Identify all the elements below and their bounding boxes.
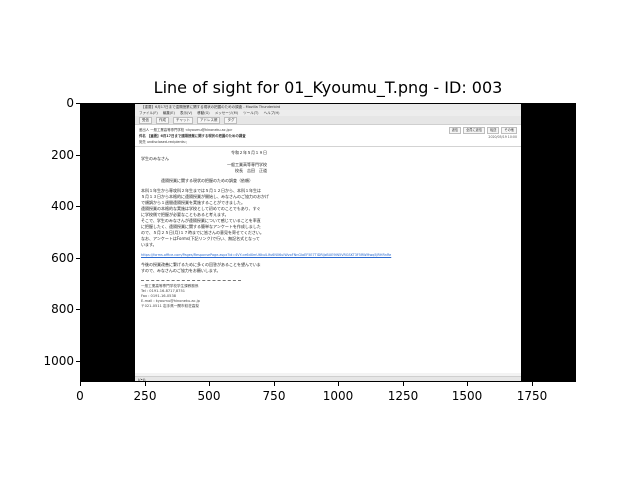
survey-link[interactable]: https://forms.office.com/Pages/ResponseP… bbox=[141, 253, 392, 257]
menu-go[interactable]: 移動(G) bbox=[197, 111, 210, 115]
x-tick-mark bbox=[145, 382, 146, 386]
tag-button[interactable]: タグ bbox=[224, 116, 238, 124]
reply-all-button[interactable]: 全員に返信 bbox=[463, 127, 486, 134]
body-paragraph-line: ５月１３日から本格的に遠隔授業が開始し、みなさんのご協力のおかげ bbox=[141, 194, 269, 199]
body-paragraph-line: で順調から１週間遠隔授業を実施することができました。 bbox=[141, 200, 245, 205]
window-title: 【重要】6月17日まで遠隔授業に関する現状の把握のための調査 - Mozilla… bbox=[135, 104, 521, 110]
body-greeting: 学生のみなさん bbox=[141, 156, 169, 161]
signature-line: 一般工業高等専門学校学生課教務係 bbox=[141, 284, 199, 288]
header-date: 2020/05/19 10:00 bbox=[488, 135, 517, 139]
chat-button[interactable]: チャット bbox=[173, 116, 193, 124]
x-tick-label: 750 bbox=[262, 389, 286, 403]
reply-button[interactable]: 返信 bbox=[448, 127, 462, 134]
y-tick-mark bbox=[76, 258, 80, 259]
plot-axes: 【重要】6月17日まで遠隔授業に関する現状の把握のための調査 - Mozilla… bbox=[80, 103, 576, 382]
menu-message[interactable]: メッセージ(M) bbox=[214, 111, 238, 115]
x-tick-label: 1250 bbox=[387, 389, 419, 403]
signature-line: Fax : 0191-16-0538 bbox=[141, 294, 177, 298]
menu-file[interactable]: ファイル(F) bbox=[139, 111, 158, 115]
body-date: 令和２年５月１９日 bbox=[231, 150, 267, 155]
x-tick-mark bbox=[338, 382, 339, 386]
y-tick-mark bbox=[76, 309, 80, 310]
header-to: 宛先 undisclosed-recipients:; bbox=[139, 140, 188, 144]
more-button[interactable]: その他 bbox=[501, 127, 517, 134]
y-tick-label: 400 bbox=[51, 199, 74, 213]
y-tick-mark bbox=[76, 103, 80, 104]
y-tick-mark bbox=[76, 206, 80, 207]
body-paragraph-line: ので、５月２５日(月)１７時までに皆さんの意見を寄せてください。 bbox=[141, 230, 264, 235]
address-book-button[interactable]: アドレス帳 bbox=[196, 116, 221, 124]
menu-bar: ファイル(F) 編集(E) 表示(V) 移動(G) メッセージ(M) ツール(T… bbox=[135, 110, 521, 116]
menu-view[interactable]: 表示(V) bbox=[179, 111, 193, 115]
signature-email[interactable]: E-mail : kyoumu@hinoneku.ac.jp bbox=[141, 299, 200, 303]
write-button[interactable]: 作成 bbox=[156, 116, 169, 124]
figure-title: Line of sight for 01_Kyoumu_T.png - ID: … bbox=[153, 78, 503, 97]
forward-button[interactable]: 転送 bbox=[487, 127, 500, 134]
x-tick-label: 250 bbox=[133, 389, 157, 403]
x-tick-mark bbox=[403, 382, 404, 386]
body-subject-line: 遠隔授業に関する現状の把握のための調査（依頼） bbox=[161, 178, 253, 183]
x-tick-label: 1000 bbox=[322, 389, 354, 403]
signature-line: Tel : 0191-16-8717,8751 bbox=[141, 289, 186, 293]
body-principal: 校長 吉田 正道 bbox=[235, 168, 267, 173]
menu-help[interactable]: ヘルプ(H) bbox=[263, 111, 280, 115]
body-paragraph-line: そこで、学生のみなさんが遠隔授業について感じていることを率直 bbox=[141, 218, 261, 223]
body-paragraph-line: なお、アンケートはForms(下記リンク)で行い、無記名式となって bbox=[141, 236, 260, 241]
header-from: 差出人 一般工業高等専門学校 <kyoumu@hinoneku.ac.jp> bbox=[139, 128, 233, 132]
x-tick-mark bbox=[467, 382, 468, 386]
y-tick-label: 600 bbox=[51, 251, 74, 265]
message-body: 令和２年５月１９日 学生のみなさん 一般工業高等専門学校 校長 吉田 正道 遠隔… bbox=[135, 147, 521, 373]
x-tick-label: 500 bbox=[197, 389, 221, 403]
body-paragraph-line: います。 bbox=[141, 242, 157, 247]
menu-tools[interactable]: ツール(T) bbox=[243, 111, 259, 115]
x-tick-mark bbox=[80, 382, 81, 386]
x-tick-mark bbox=[532, 382, 533, 386]
x-tick-mark bbox=[274, 382, 275, 386]
body-closing-line: 今後の授業改善に繋げるために多くの回答があることを望んでいま bbox=[141, 262, 261, 267]
body-paragraph-line: 本科１年生から専攻科２年生までは５月１２日から、本科１年生は bbox=[141, 188, 261, 193]
menu-edit[interactable]: 編集(E) bbox=[162, 111, 175, 115]
body-paragraph-line: に学校側で把握が必要なこともあると考えます。 bbox=[141, 212, 229, 217]
y-tick-label: 0 bbox=[66, 96, 74, 110]
x-tick-label: 0 bbox=[76, 389, 84, 403]
y-tick-mark bbox=[76, 361, 80, 362]
email-screenshot: 【重要】6月17日まで遠隔授業に関する現状の把握のための調査 - Mozilla… bbox=[135, 104, 521, 381]
body-paragraph-line: 遠隔授業の本格的な実施は学校として初めてのことでもあり、すぐ bbox=[141, 206, 261, 211]
body-school: 一般工業高等専門学校 bbox=[227, 162, 267, 167]
x-tick-mark bbox=[209, 382, 210, 386]
y-tick-label: 800 bbox=[51, 302, 74, 316]
mail-toolbar: 受信 作成 チャット アドレス帳 タグ bbox=[135, 116, 521, 125]
signature-line: 〒021-0511 岩手県一関市萩荘高梨 bbox=[141, 304, 199, 308]
y-tick-label: 200 bbox=[51, 148, 74, 162]
message-header: 差出人 一般工業高等専門学校 <kyoumu@hinoneku.ac.jp> 件… bbox=[135, 125, 521, 147]
get-mail-button[interactable]: 受信 bbox=[139, 116, 152, 124]
header-subject: 件名 【重要】6月17日まで遠隔授業に関する現状の把握のための調査 bbox=[139, 134, 246, 138]
y-tick-label: 1000 bbox=[43, 354, 74, 368]
body-closing-line: すので、みなさんのご協力をお願いします。 bbox=[141, 268, 221, 273]
signature-separator bbox=[141, 280, 241, 281]
x-tick-label: 1750 bbox=[516, 389, 548, 403]
header-actions: 返信 全員に返信 転送 その他 bbox=[448, 127, 517, 134]
letterbox-right bbox=[521, 104, 575, 381]
letterbox-left bbox=[81, 104, 135, 381]
y-tick-mark bbox=[76, 155, 80, 156]
status-bar: ((•)) bbox=[135, 376, 521, 381]
x-tick-label: 1500 bbox=[451, 389, 483, 403]
body-paragraph-line: に把握したく、遠隔授業に関する簡単なアンケートを作成しました bbox=[141, 224, 261, 229]
